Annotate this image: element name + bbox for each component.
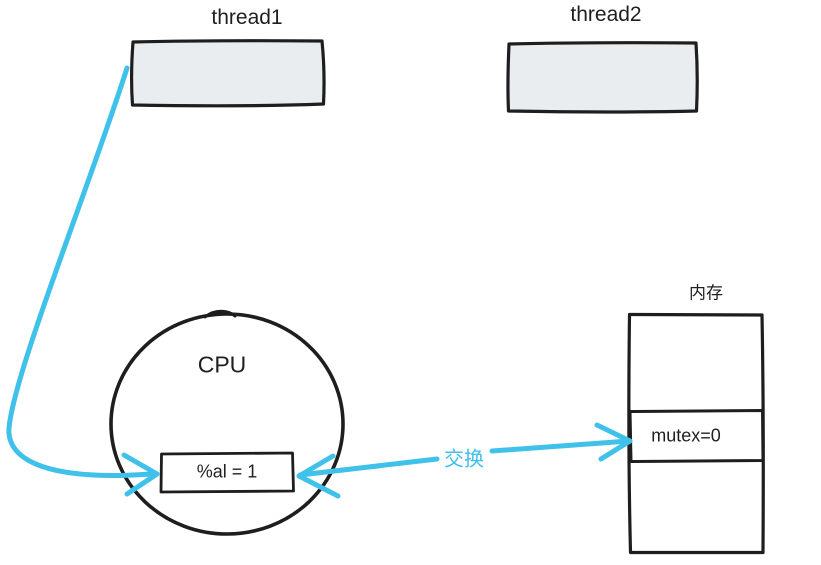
mutex-label: mutex=0 bbox=[651, 425, 721, 446]
swap-arrow bbox=[296, 422, 633, 499]
register-box bbox=[159, 451, 295, 494]
swap-label: 交换 bbox=[444, 448, 484, 471]
thread1-label: thread1 bbox=[211, 6, 283, 29]
thread1-to-cpu-arrow bbox=[6, 65, 160, 497]
cpu-circle bbox=[109, 312, 345, 536]
thread2-box bbox=[506, 41, 699, 114]
register-label: %al = 1 bbox=[196, 461, 258, 482]
memory-label: 内存 bbox=[689, 283, 723, 303]
mutex-cell bbox=[628, 409, 765, 463]
cpu-label: CPU bbox=[197, 351, 247, 378]
cpu-circle-sketch-mark bbox=[203, 309, 237, 319]
thread2-label: thread2 bbox=[570, 3, 642, 26]
thread1-box bbox=[130, 39, 326, 108]
